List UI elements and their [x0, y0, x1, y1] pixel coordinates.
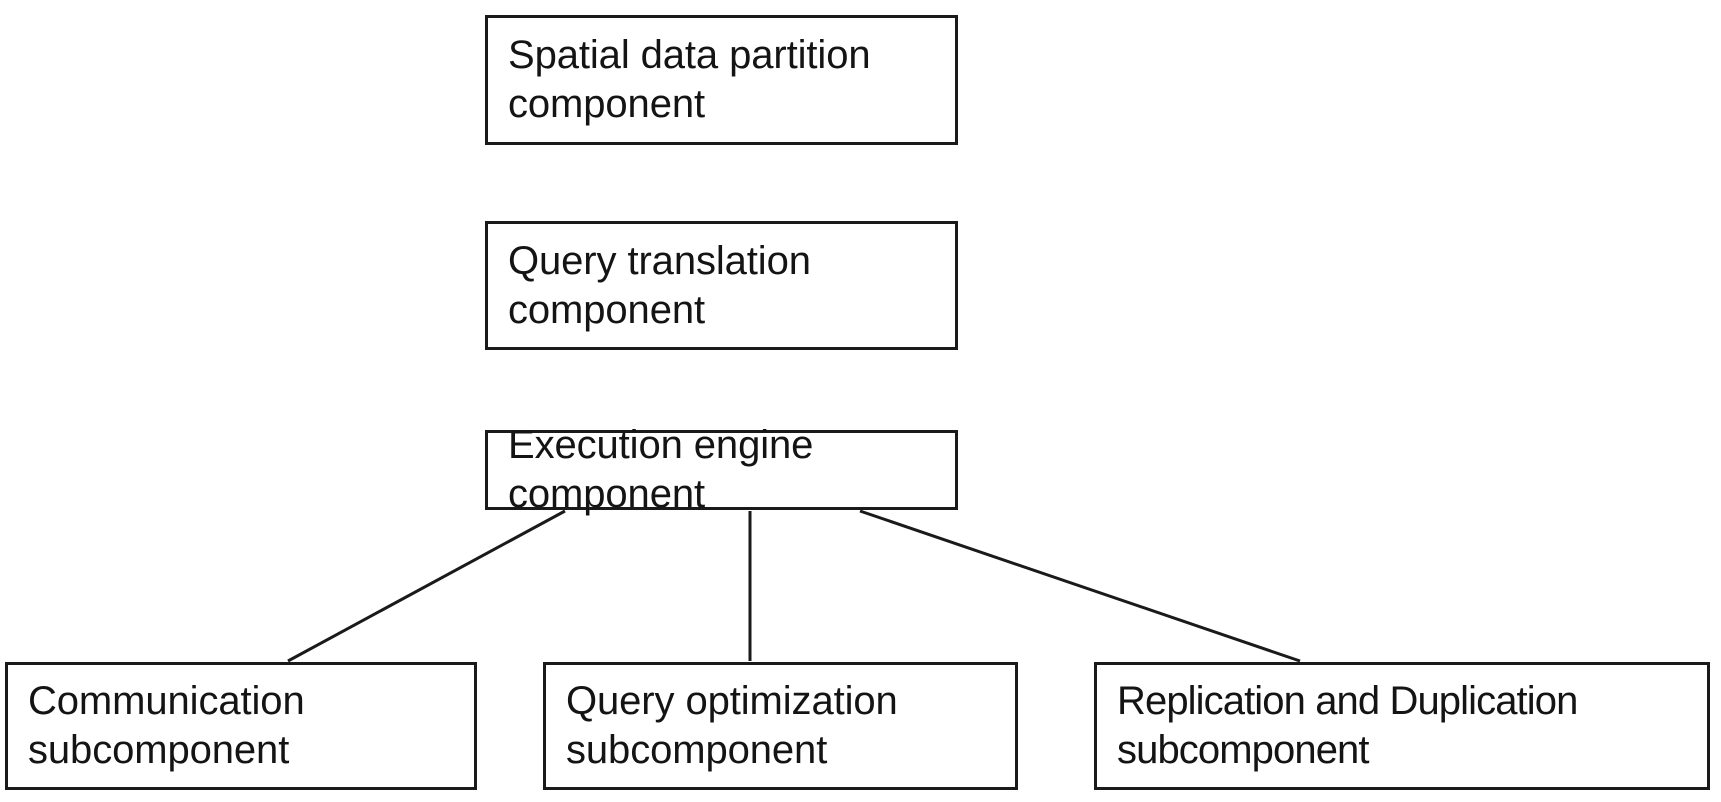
node-label: Query optimization subcomponent: [566, 679, 898, 772]
node-label: Execution engine component: [508, 423, 814, 516]
node-spatial-data-partition-component[interactable]: Spatial data partition component: [485, 15, 958, 145]
connector-execution-to-communication: [287, 509, 566, 663]
node-label: Replication and Duplication subcomponent: [1117, 679, 1578, 772]
connector-execution-to-replication-duplication: [859, 509, 1301, 663]
node-execution-engine-component[interactable]: Execution engine component: [485, 423, 958, 516]
node-replication-and-duplication-subcomponent[interactable]: Replication and Duplication subcomponent: [1094, 662, 1710, 790]
node-communication-subcomponent[interactable]: Communication subcomponent: [5, 662, 477, 790]
node-query-translation-component[interactable]: Query translation component: [485, 221, 958, 350]
node-query-optimization-subcomponent[interactable]: Query optimization subcomponent: [543, 662, 1018, 790]
node-label: Communication subcomponent: [28, 679, 305, 772]
node-label: Query translation component: [508, 238, 811, 332]
node-label: Spatial data partition component: [508, 33, 871, 126]
